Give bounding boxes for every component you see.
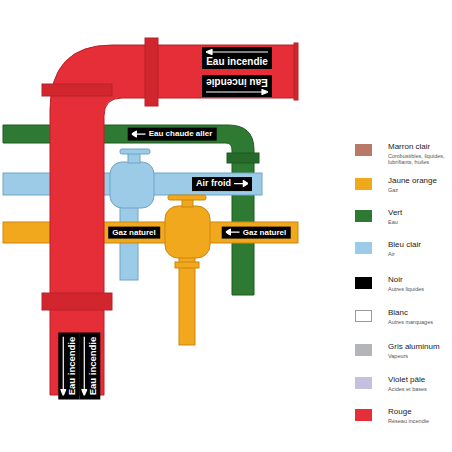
legend-description: Autres liquides	[388, 286, 448, 292]
legend-description: Autres marquages	[388, 319, 448, 325]
flow-arrow	[226, 229, 240, 236]
flow-arrow-shape	[206, 50, 268, 55]
legend-description: Vapeurs	[388, 353, 448, 359]
legend-swatch	[355, 277, 372, 289]
orange-valve	[165, 195, 210, 258]
legend-description: Air	[388, 251, 448, 257]
pipe-label: Air froid	[192, 177, 252, 191]
legend-description: Eau	[388, 219, 448, 225]
legend-description: Réseau incendie	[388, 418, 448, 424]
legend-text: Bleu clair	[388, 241, 421, 250]
flow-arrow	[234, 180, 248, 187]
pipe-label: Gaz naturel	[222, 226, 291, 239]
pipe-label: Eau incendie	[202, 47, 272, 69]
blue-valve	[110, 149, 154, 208]
flow-arrow	[206, 49, 268, 55]
legend-swatch	[355, 409, 372, 421]
pipe-label: Eau incendie	[58, 333, 79, 400]
legend-description: Acides et bases	[388, 386, 448, 392]
legend-text: Marron clair	[388, 143, 430, 152]
pipe-label: Eau chaude aller	[128, 128, 217, 141]
flow-arrow-shape	[226, 229, 240, 235]
legend-swatch	[355, 144, 372, 156]
legend-description: Gaz	[388, 187, 448, 193]
pipe-label-text: Eau incendie	[206, 56, 268, 67]
flow-arrow	[206, 89, 268, 95]
pipe-label-text: Eau incendie	[206, 77, 268, 88]
legend-text: Rouge	[388, 408, 412, 417]
pipe-label-text: Eau incendie	[88, 337, 98, 396]
legend-text: Noir	[388, 276, 403, 285]
pipe-label-text: Air froid	[196, 179, 231, 189]
flow-arrow	[132, 130, 146, 137]
flow-arrow	[60, 337, 66, 396]
flow-arrow-shape	[61, 337, 66, 396]
pipe-label-text: Gaz naturel	[243, 228, 287, 237]
legend-swatch	[355, 210, 372, 222]
flow-arrow-shape	[206, 90, 268, 95]
legend-description: Combustibles, liquides, lubrifiants, hui…	[388, 153, 448, 166]
pipe-label: Gaz naturel	[108, 226, 160, 239]
legend-text: Vert	[388, 209, 402, 218]
flow-arrow-shape	[234, 181, 248, 187]
legend-text: Violet pâle	[388, 376, 425, 385]
flow-arrow-shape	[132, 131, 146, 137]
pipe-label: Eau incendie	[79, 333, 100, 400]
legend-text: Gris aluminum	[388, 343, 440, 352]
pipe-label-text: Gaz naturel	[112, 228, 156, 237]
flow-arrow-shape	[82, 337, 87, 396]
legend-swatch	[355, 344, 372, 356]
green-pipe	[3, 125, 259, 295]
legend-swatch	[355, 377, 372, 389]
legend-text: Blanc	[388, 309, 408, 318]
legend-text: Jaune orange	[388, 177, 437, 186]
legend-swatch	[355, 310, 372, 322]
pipe-label-text: Eau chaude aller	[149, 130, 213, 139]
pipe-label-text: Eau incendie	[67, 337, 77, 396]
legend-swatch	[355, 242, 372, 254]
legend-swatch	[355, 178, 372, 190]
flow-arrow	[81, 337, 87, 396]
pipe-label: Eau incendie	[202, 75, 272, 97]
orange-pipe	[3, 222, 298, 345]
